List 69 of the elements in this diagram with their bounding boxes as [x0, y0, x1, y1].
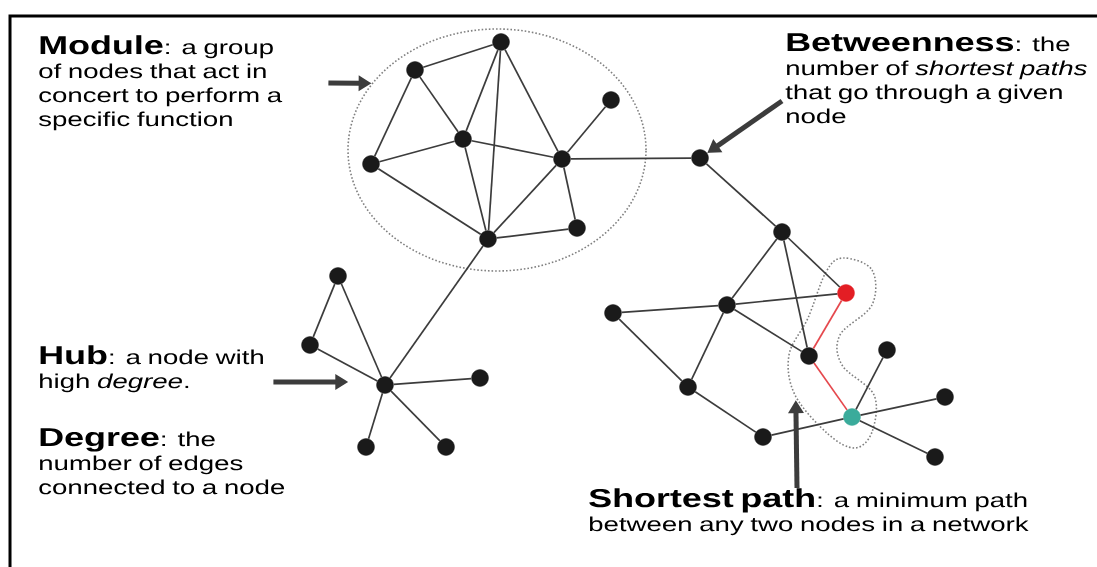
- network-edge: [733, 308, 803, 353]
- network-node: [492, 33, 510, 51]
- network-edge: [812, 299, 843, 350]
- network-edge: [367, 392, 384, 440]
- network-node: [718, 296, 736, 314]
- network-edge: [504, 48, 559, 153]
- network-node: [837, 284, 855, 302]
- network-node: [878, 341, 896, 359]
- network-edge: [377, 167, 482, 236]
- definition-text: Hub: a node with high degree.: [40, 345, 263, 393]
- network-edge: [569, 157, 693, 160]
- network-node: [800, 347, 818, 365]
- network-edge: [770, 418, 845, 436]
- network-node: [553, 150, 571, 168]
- network-edge: [464, 146, 487, 232]
- network-node: [357, 438, 375, 456]
- definition-text: Module: a group of nodes that act in concert to perform a specific function: [38, 35, 283, 131]
- network-node: [604, 304, 622, 322]
- network-node: [454, 130, 472, 148]
- network-node: [479, 230, 497, 248]
- network-edge: [705, 162, 777, 227]
- network-edge: [312, 283, 336, 338]
- network-node: [301, 336, 319, 354]
- network-node: [362, 155, 380, 173]
- network-node: [568, 219, 586, 237]
- network-edge: [470, 139, 555, 159]
- network-edge: [422, 43, 494, 69]
- network-edge: [731, 238, 778, 299]
- network-edge: [694, 390, 757, 434]
- network-edge: [620, 304, 720, 314]
- network-edge: [495, 228, 570, 239]
- network-edge: [392, 377, 473, 386]
- network-edge: [566, 105, 607, 154]
- network-edge: [465, 49, 499, 132]
- network-edge: [783, 239, 808, 349]
- network-node: [773, 223, 791, 241]
- network-edge: [859, 397, 938, 416]
- network-edge: [390, 390, 441, 442]
- network-edge: [487, 49, 502, 232]
- network-node: [406, 61, 424, 79]
- network-node: [679, 378, 697, 396]
- network-edge: [340, 283, 383, 378]
- network-edge: [734, 293, 839, 305]
- network-edge: [787, 237, 841, 288]
- network-edge: [493, 164, 557, 234]
- network-node: [691, 149, 709, 167]
- network-edge: [316, 348, 379, 382]
- network-node: [602, 91, 620, 109]
- network-edge: [419, 76, 459, 133]
- network-node: [376, 376, 394, 394]
- network-node: [936, 388, 954, 406]
- network-edge: [813, 362, 848, 411]
- network-node: [471, 369, 489, 387]
- network-edge: [690, 312, 725, 380]
- definition-text: Degree: the number of edges connected to a node: [39, 428, 285, 495]
- network-edge: [378, 140, 456, 163]
- network-node: [843, 408, 861, 426]
- network-edge: [859, 419, 928, 455]
- network-edge: [389, 245, 484, 379]
- network-node: [437, 438, 455, 456]
- definition-text: Shortest path: a minimum path between any two nodes in a network: [589, 488, 1029, 536]
- network-node: [926, 448, 944, 466]
- network-node: [329, 267, 347, 285]
- network-edge: [618, 318, 683, 382]
- network-edge: [563, 166, 576, 221]
- definition-text: Betweenness: the number of shortest paths that go through a given node: [785, 33, 1087, 124]
- network-node: [754, 428, 772, 446]
- network-edge: [373, 77, 413, 157]
- network-edge: [855, 356, 884, 411]
